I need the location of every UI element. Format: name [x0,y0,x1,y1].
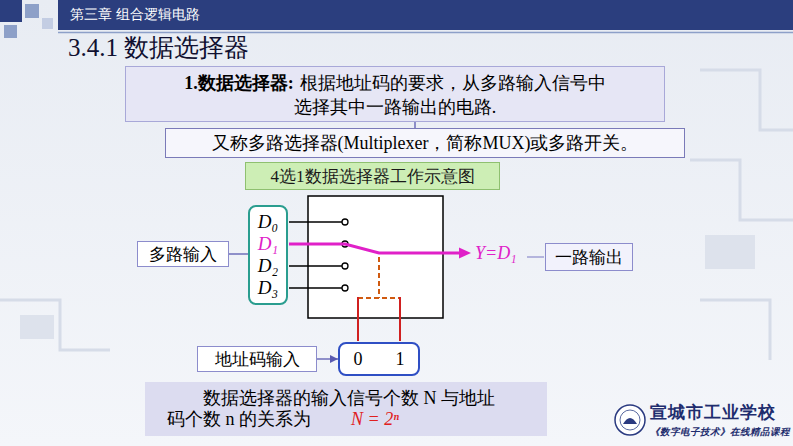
signal-name: D₀ [258,211,278,233]
texture-trace [700,300,770,360]
input-wire [289,221,342,223]
definition-text: 根据地址码的要求，从多路输入信号中选择其中一路输出的电路. [294,73,606,117]
input-wire [289,265,342,267]
callout-text: 地址码输入 [215,348,300,371]
output-arrowhead [459,248,471,259]
header-bar [58,0,793,30]
callout-connector [229,253,248,254]
texture-chip [705,235,755,269]
figure-caption: 4选1数据选择器工作示意图 [271,165,475,188]
definition-term: 1.数据选择器: [184,73,294,93]
input-wire [289,287,342,289]
definition-box: 1.数据选择器:根据地址码的要求，从多路输入信号中选择其中一路输出的电路. [125,66,665,122]
texture-trace [700,70,793,130]
callout-connector [317,358,338,359]
chapter-header: 第三章 组合逻辑电路 [70,6,200,24]
switch-control-link [378,257,380,298]
header-square [4,25,17,38]
callout-text: 多路输入 [149,243,217,266]
signal-name: D₃ [258,277,278,299]
signal-name: D₁ [258,233,278,255]
school-emblem-ring [620,410,640,430]
school-emblem [615,405,645,435]
switch-contact [342,263,348,269]
mux-body [308,196,443,318]
header-square [25,4,39,18]
address-line [357,297,359,341]
switch-contact [342,285,348,291]
callout-box: 多路输入 [137,241,229,267]
output-leader [527,256,544,257]
address-inputs-box: 01 [338,342,420,376]
switch-contacts [342,219,348,291]
input-wires [289,222,342,288]
texture-trace [0,300,110,350]
header-square [0,0,22,22]
alias-text: 又称多路选择器(Multiplexer，简称MUX)或多路开关。 [212,131,639,155]
formula-text: 数据选择器的输入信号个数 N 与地址码个数 n 的关系为 [167,388,495,429]
address-bit: 0 [352,349,364,370]
formula-box: 数据选择器的输入信号个数 N 与地址码个数 n 的关系为N = 2ⁿ [145,382,547,436]
data-inputs-box: D₀D₁D₂D₃ [248,205,288,305]
texture-chip [20,315,54,339]
callout-text: 一路输出 [555,246,623,269]
texture-trace [690,160,793,220]
formula-expression: N = 2ⁿ [351,409,399,429]
school-name: 宣城市工业学校 [650,402,776,424]
school-emblem-mark [623,418,637,424]
circuit-texture [0,70,793,360]
address-bit: 1 [394,349,406,370]
callout-box: 地址码输入 [197,346,317,372]
callout-box: 一路输出 [545,243,633,271]
signal-name: D₂ [258,255,278,277]
output-signal-name: Y=D₁ [475,241,516,265]
alias-box: 又称多路选择器(Multiplexer，简称MUX)或多路开关。 [165,128,685,158]
figure-caption-box: 4选1数据选择器工作示意图 [245,162,500,190]
header-square [42,18,53,29]
slide-title: 3.4.1 数据选择器 [68,33,249,63]
address-line [399,297,401,341]
address-bracket [358,297,400,299]
course-name: 《数字电子技术》在线精品课程 [650,426,790,438]
switch-contact [342,219,348,225]
header-rule [58,32,793,34]
selected-signal-path [289,244,461,253]
